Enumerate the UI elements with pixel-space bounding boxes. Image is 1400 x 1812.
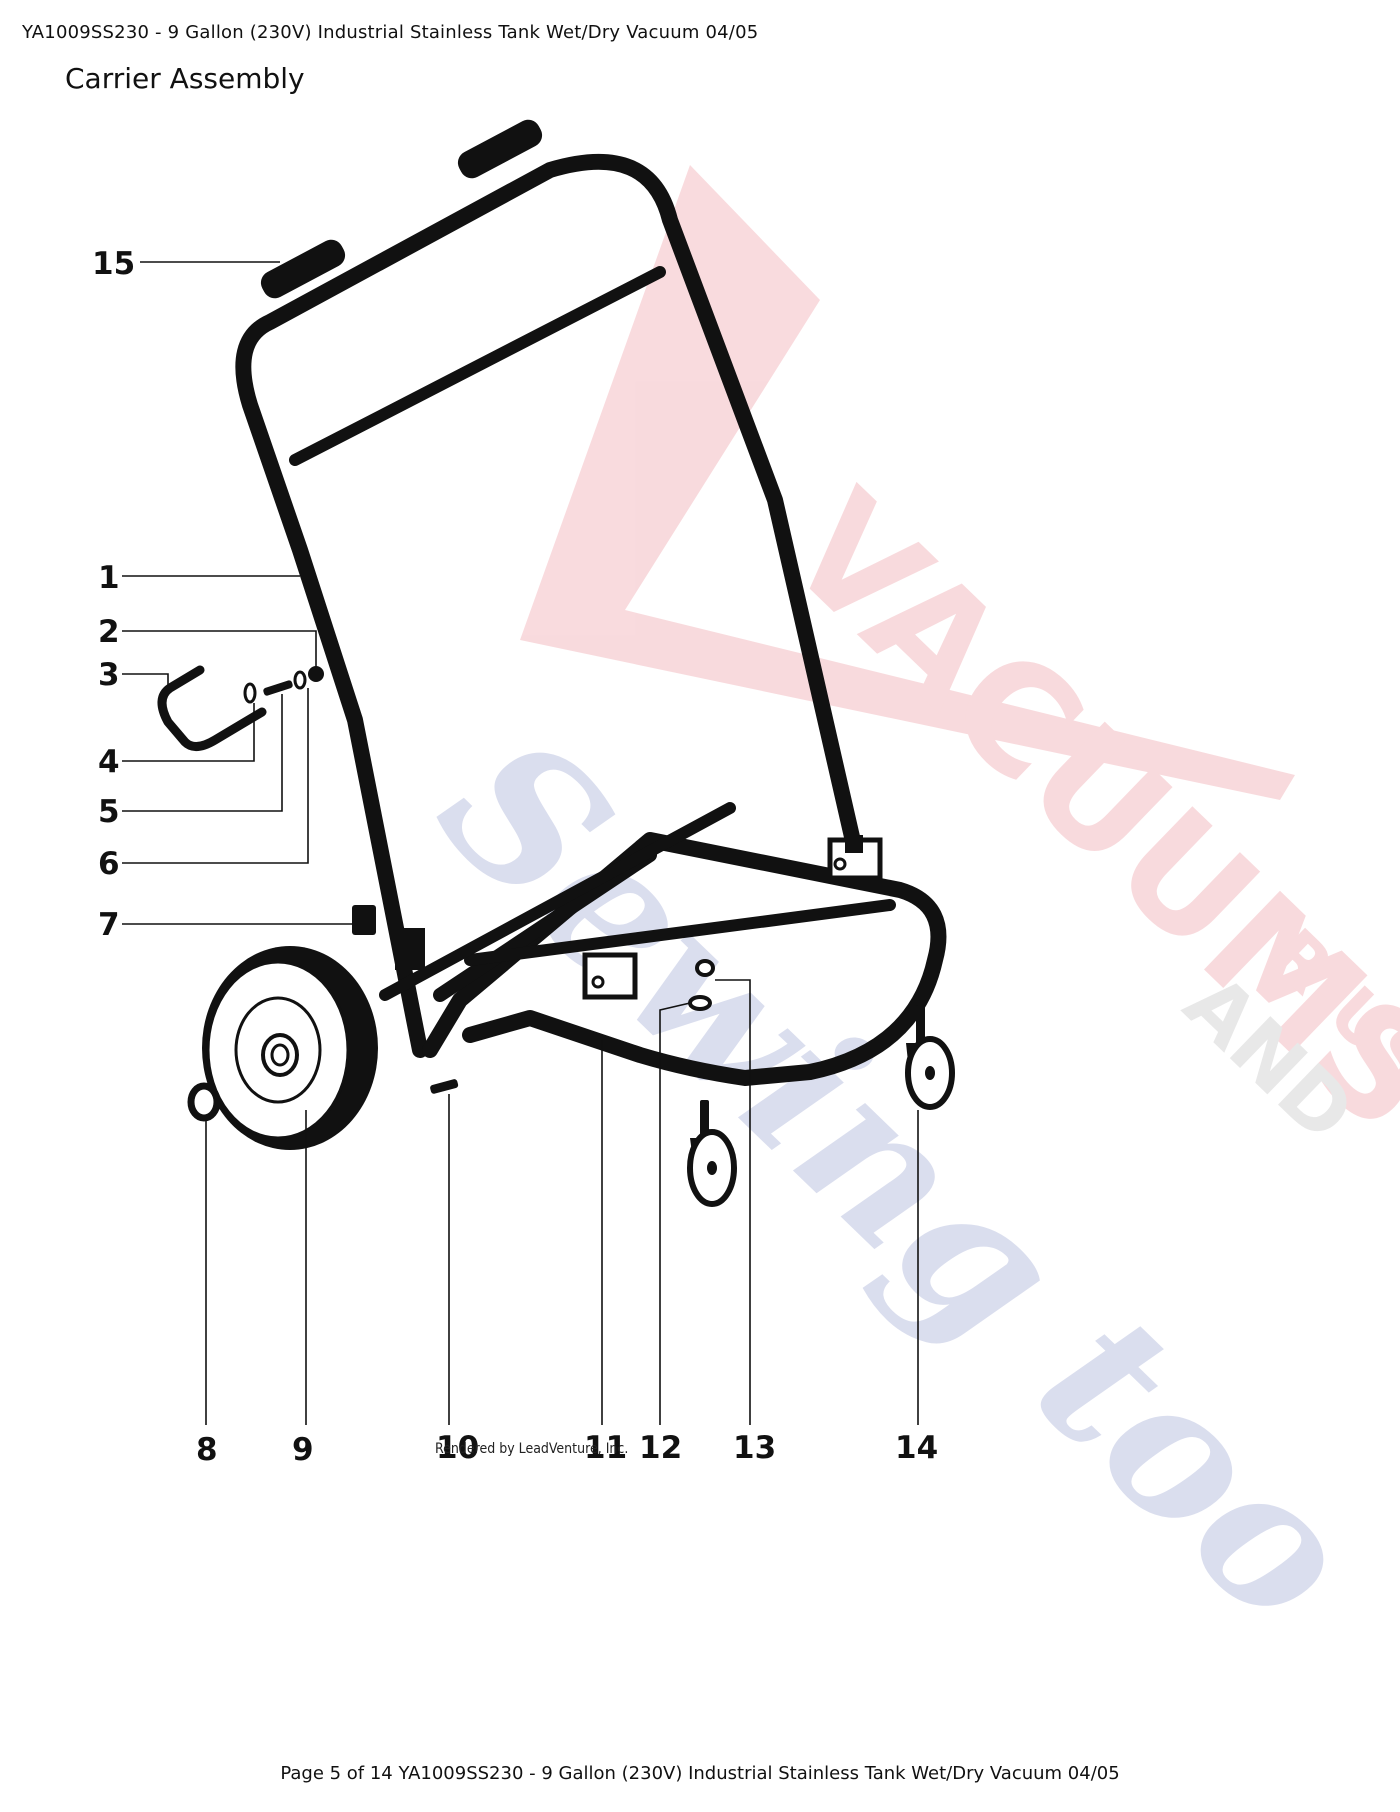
bracket-part-11 bbox=[582, 952, 638, 1000]
leader-13 bbox=[715, 979, 751, 1425]
washer-part-12 bbox=[688, 995, 712, 1011]
callout-3: 3 bbox=[98, 657, 120, 693]
base-front-bar bbox=[464, 899, 896, 966]
callout-4: 4 bbox=[98, 744, 120, 780]
grip-top bbox=[457, 119, 543, 179]
callout-1: 1 bbox=[98, 560, 120, 596]
leader-4 bbox=[122, 703, 255, 762]
nut-part-6 bbox=[293, 670, 307, 690]
section-title: Carrier Assembly bbox=[65, 62, 305, 95]
bracket-rear bbox=[395, 928, 425, 970]
base-rear-bar bbox=[433, 848, 657, 1002]
bracket-part-11-hole bbox=[591, 975, 605, 989]
handle-grips bbox=[260, 119, 543, 299]
hub-cap-part-8 bbox=[187, 1082, 221, 1122]
leader-12 bbox=[659, 1002, 691, 1425]
frame-socket-right bbox=[845, 835, 863, 853]
callout-2: 2 bbox=[98, 614, 120, 650]
base-frame bbox=[422, 832, 947, 1086]
leader-6 bbox=[122, 688, 309, 864]
small-parts bbox=[157, 665, 883, 1094]
document-footer: Page 5 of 14 YA1009SS230 - 9 Gallon (230… bbox=[280, 1763, 1120, 1784]
axle bbox=[379, 802, 736, 1001]
bolt-part-5 bbox=[263, 680, 293, 696]
callout-12: 12 bbox=[639, 1430, 682, 1466]
screw-part-10 bbox=[430, 1079, 459, 1094]
callout-9: 9 bbox=[292, 1432, 314, 1468]
u-bolt-part-3 bbox=[157, 665, 267, 751]
leader-2 bbox=[122, 630, 317, 668]
callout-8: 8 bbox=[196, 1432, 218, 1468]
bracket-right-hole bbox=[833, 857, 847, 871]
clip-part-7 bbox=[352, 905, 376, 935]
callout-14: 14 bbox=[895, 1430, 938, 1466]
leader-5 bbox=[122, 694, 283, 812]
callout-7: 7 bbox=[98, 907, 120, 943]
caster-right bbox=[905, 1005, 955, 1110]
callout-11: 11 bbox=[584, 1430, 627, 1466]
document-header: YA1009SS230 - 9 Gallon (230V) Industrial… bbox=[22, 22, 759, 43]
handle-crossbar bbox=[289, 266, 666, 466]
callout-13: 13 bbox=[733, 1430, 776, 1466]
caster-front bbox=[687, 1100, 737, 1207]
cap-nut-part-2 bbox=[308, 666, 324, 682]
grip-left bbox=[260, 239, 346, 299]
washer-part-4 bbox=[243, 682, 257, 704]
callout-5: 5 bbox=[98, 794, 120, 830]
handle-frame-outline bbox=[235, 153, 863, 1058]
callout-10: 10 bbox=[436, 1430, 479, 1466]
leader-lines bbox=[122, 261, 919, 1425]
callout-15: 15 bbox=[92, 246, 135, 282]
callout-6: 6 bbox=[98, 846, 120, 882]
callout-labels: 15 1 2 3 4 5 6 7 8 9 10 11 12 13 14 bbox=[92, 246, 938, 1468]
leader-3 bbox=[122, 673, 169, 685]
rendered-by-credit: Rendered by LeadVenture, Inc. bbox=[435, 1441, 629, 1457]
carrier-frame bbox=[235, 153, 947, 1086]
cap-part-13 bbox=[695, 959, 715, 977]
wheel-part-9 bbox=[202, 946, 378, 1150]
